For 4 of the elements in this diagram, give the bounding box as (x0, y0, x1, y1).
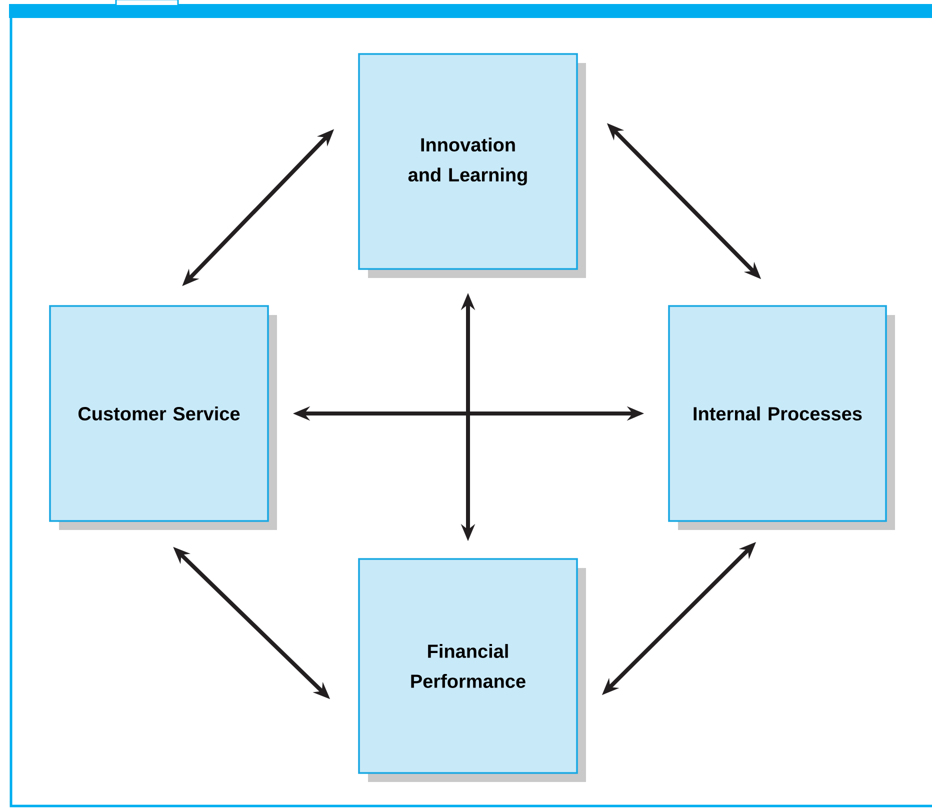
box: Customer Service (49, 305, 277, 530)
box: Innovation and Learning (358, 53, 586, 278)
box: Internal Processes (668, 305, 895, 530)
box: Financial Performance (358, 558, 586, 782)
